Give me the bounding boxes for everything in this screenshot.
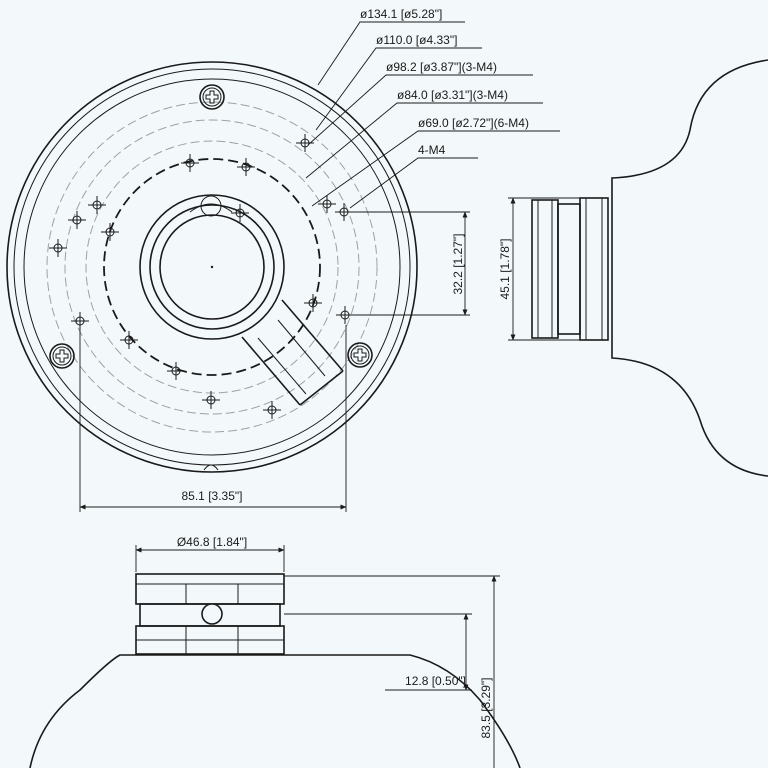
- bolt-circle-84: [85, 140, 339, 394]
- callout-4-m4: 4-M4: [418, 143, 446, 157]
- set-screw: [201, 603, 223, 625]
- callout-dia-98: ø98.2 [ø3.87"](3-M4): [386, 60, 497, 74]
- callout-dia-69: ø69.0 [ø2.72"](6-M4): [418, 116, 529, 130]
- side-view: 45.1 [1.78"]: [498, 59, 768, 477]
- dim-width-label: 85.1 [3.35"]: [182, 489, 243, 503]
- top-view: ø134.1 [ø5.28"] ø110.0 [ø4.33"] ø98.2 [ø…: [6, 7, 560, 512]
- screw-top: [199, 84, 225, 110]
- front-step-label: 12.8 [0.50"]: [405, 674, 466, 688]
- bolt-circle-69: [103, 158, 321, 376]
- drain-notch: [203, 464, 219, 471]
- leader-lines: [305, 21, 560, 209]
- top-cap: [135, 573, 285, 605]
- front-total-label: 83.5 [3.29"]: [479, 678, 493, 739]
- callout-dia-110: ø110.0 [ø4.33"]: [376, 33, 457, 47]
- dim-height-label: 32.2 [1.27"]: [451, 234, 465, 295]
- front-diameter-label: Ø46.8 [1.84"]: [177, 535, 247, 549]
- cable-port-outer: [139, 194, 285, 340]
- callout-dia-84: ø84.0 [ø3.31"](3-M4): [397, 88, 508, 102]
- side-height-label: 45.1 [1.78"]: [498, 239, 512, 300]
- bolt-circle-98: [64, 119, 360, 415]
- base-profile: [611, 59, 768, 477]
- callout-dia-134: ø134.1 [ø5.28"]: [360, 7, 442, 21]
- mount-holes: [48, 133, 355, 420]
- outer-rim: [6, 61, 418, 473]
- bell-base: [29, 654, 521, 768]
- screw-left: [49, 343, 75, 369]
- bolt-circle-110: [46, 101, 378, 433]
- front-view: Ø46.8 [1.84"] 12.8 [0.50"] 83.5 [3.29"]: [29, 535, 521, 768]
- cable-port-inner: [159, 214, 265, 320]
- cable-channel: [241, 299, 344, 406]
